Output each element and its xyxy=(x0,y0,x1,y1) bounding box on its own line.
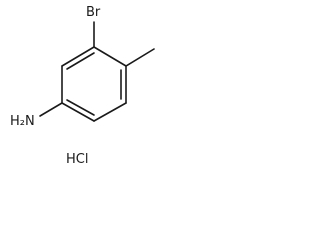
ring-bond-4-5 xyxy=(61,102,95,122)
salt-label: HCl xyxy=(66,152,88,167)
methyl-bond xyxy=(125,48,155,67)
benzene-ring xyxy=(61,46,127,122)
ring-bond-4-5-inner xyxy=(66,99,95,116)
amine-label: H₂N xyxy=(10,114,35,129)
bromine-label: Br xyxy=(86,5,101,20)
ring-bond-3-4 xyxy=(93,102,127,122)
ring-bond-6-1 xyxy=(61,46,95,67)
ring-bond-6-1-inner xyxy=(66,52,95,70)
amine-bond xyxy=(39,102,63,117)
ring-bond-1-2 xyxy=(93,46,127,67)
chemical-structure: Br H₂N HCl xyxy=(10,5,155,167)
